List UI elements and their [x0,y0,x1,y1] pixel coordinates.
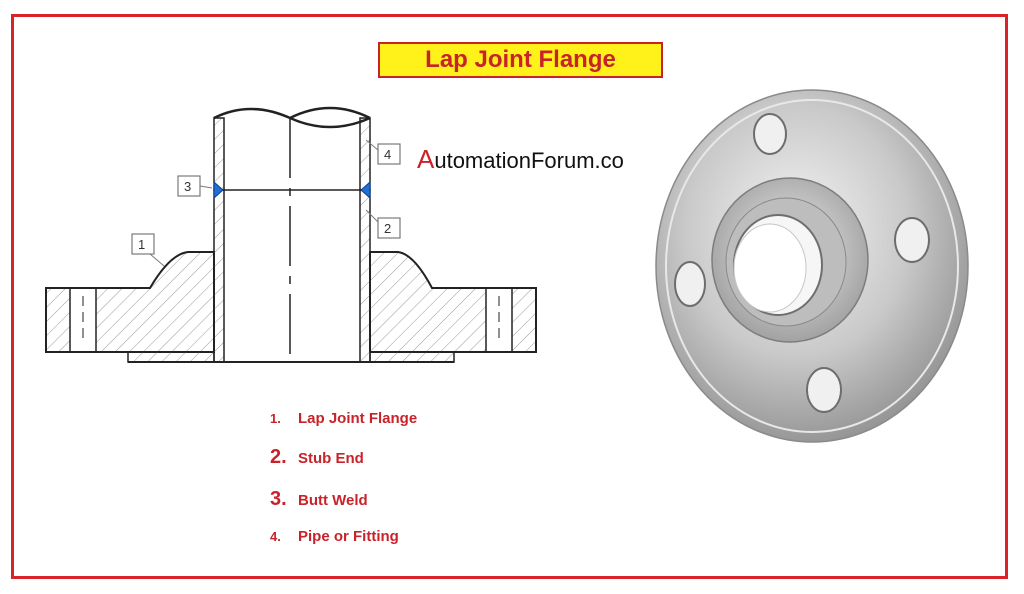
page-title: Lap Joint Flange [425,46,616,73]
legend-item-1: 1. Lap Joint Flange [270,410,417,428]
legend-item-3: 3. Butt Weld [270,488,368,511]
legend-label: Pipe or Fitting [298,528,399,545]
stub-end-wall-left [213,189,225,363]
brand-watermark: AutomationForum.co [417,144,624,175]
flange-photo [655,89,969,443]
weld-marker-right [360,180,371,200]
legend-num: 3. [270,488,287,510]
legend-num: 2. [270,446,287,468]
callout-3-label: 3 [184,179,191,194]
legend-num: 1. [270,411,281,426]
page-frame [11,14,1008,579]
legend-label: Butt Weld [298,492,368,509]
callout-1: 1 [131,233,165,267]
callout-4: 4 [365,139,401,165]
legend-item-2: 2. Stub End [270,446,364,469]
callout-2: 2 [365,209,401,239]
callout-2-label: 2 [384,221,391,236]
legend-item-4: 4. Pipe or Fitting [270,528,399,546]
legend-label: Lap Joint Flange [298,410,418,427]
callout-4-label: 4 [384,147,391,162]
stub-end-lap [127,351,455,363]
title-box: Lap Joint Flange [378,42,663,78]
cross-section-drawing: 1 2 3 4 [45,106,537,363]
legend-label: Stub End [298,450,364,467]
pipe-wall-left [213,117,225,191]
legend-num: 4. [270,529,281,544]
stub-end-wall-right [359,189,371,363]
callout-1-label: 1 [138,237,145,252]
pipe-wall-right [359,117,371,191]
brand-first-letter: A [417,144,435,174]
weld-marker-left [213,180,224,200]
callout-3: 3 [177,175,213,197]
brand-rest: utomationForum.co [434,148,624,173]
